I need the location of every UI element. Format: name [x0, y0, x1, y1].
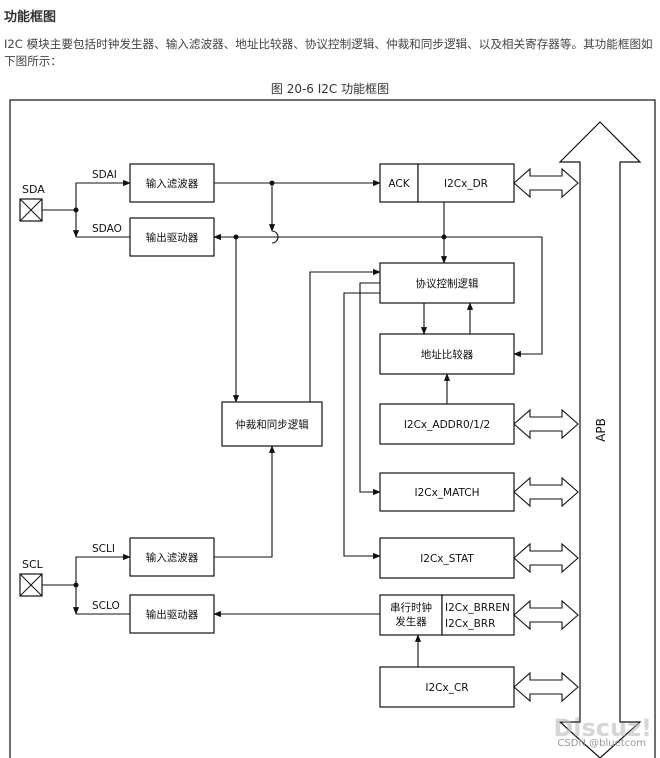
- arbitration-sync-label: 仲裁和同步逻辑: [235, 418, 309, 431]
- diagram-frame: [9, 99, 656, 758]
- scl-pin-wire: [42, 553, 131, 586]
- scl-pin: [19, 573, 43, 597]
- brr-label: I2Cx_BRR: [445, 618, 495, 630]
- cr-bus-arrow: [513, 671, 579, 703]
- section-heading: 功能框图: [4, 10, 57, 25]
- scli-label: SCLI: [92, 543, 115, 555]
- sdai-label: SDAI: [92, 169, 117, 181]
- addr-reg-box: [379, 403, 515, 445]
- scl-output-driver-label: 输出驱动器: [146, 608, 199, 621]
- watermark-logo: Discuz!: [553, 714, 652, 742]
- scl-input-filter-label: 输入滤波器: [146, 551, 199, 564]
- protocol-control-box: [379, 262, 515, 304]
- sda-pin-wire: [42, 179, 131, 211]
- apb-bus-arrow: [558, 121, 642, 758]
- figure-title: 图 20-6 I2C 功能框图: [270, 82, 390, 96]
- cr-box: [379, 666, 515, 708]
- match-bus-arrow: [513, 476, 579, 508]
- sda-label: SDA: [22, 183, 45, 196]
- match-reg-label: I2Cx_MATCH: [414, 487, 479, 499]
- scl-label: SCL: [22, 558, 44, 571]
- arb-to-protocol: [309, 268, 381, 402]
- apb-label: APB: [594, 418, 608, 442]
- sda-output-driver-label: 输出驱动器: [146, 231, 199, 244]
- dr-to-addr-comp: [444, 236, 543, 358]
- protocol-to-stat: [343, 292, 381, 560]
- dr-bus-arrow: [513, 167, 579, 199]
- addr-bus-arrow: [513, 408, 579, 440]
- sda-output-driver-box: [129, 217, 215, 257]
- dr-label: I2Cx_DR: [444, 178, 488, 190]
- stat-reg-box: [379, 537, 515, 579]
- arbitration-sync-box: [221, 401, 323, 447]
- watermark-caption: CSDN @bluetcom: [557, 738, 646, 749]
- brren-label: I2Cx_BRREN: [445, 602, 510, 614]
- ack-label: ACK: [388, 178, 410, 190]
- clock-gen-box: [379, 594, 443, 636]
- protocol-control-label: 协议控制逻辑: [416, 277, 479, 290]
- sclo-label: SCLO: [92, 600, 120, 612]
- sda-input-filter-label: 输入滤波器: [146, 177, 199, 190]
- cr-label: I2Cx_CR: [425, 682, 468, 694]
- stat-bus-arrow: [513, 542, 579, 574]
- addr-reg-label: I2Cx_ADDR0/1/2: [404, 419, 490, 431]
- brr-box: [441, 594, 515, 636]
- scl-filter-to-arb: [214, 445, 276, 558]
- protocol-to-match: [359, 282, 381, 496]
- clock-gen-label-1: 串行时钟: [390, 601, 432, 614]
- clock-gen-label-2: 发生器: [395, 615, 427, 628]
- intro-paragraph: I2C 模块主要包括时钟发生器、输入滤波器、地址比较器、协议控制逻辑、仲裁和同步…: [4, 37, 653, 68]
- brr-bus-arrow: [513, 599, 579, 631]
- match-reg-box: [379, 472, 515, 512]
- sda-pin: [19, 198, 43, 222]
- stat-reg-label: I2Cx_STAT: [420, 553, 474, 565]
- sdao-label: SDAO: [92, 223, 122, 235]
- address-comparator-label: 地址比较器: [421, 348, 474, 361]
